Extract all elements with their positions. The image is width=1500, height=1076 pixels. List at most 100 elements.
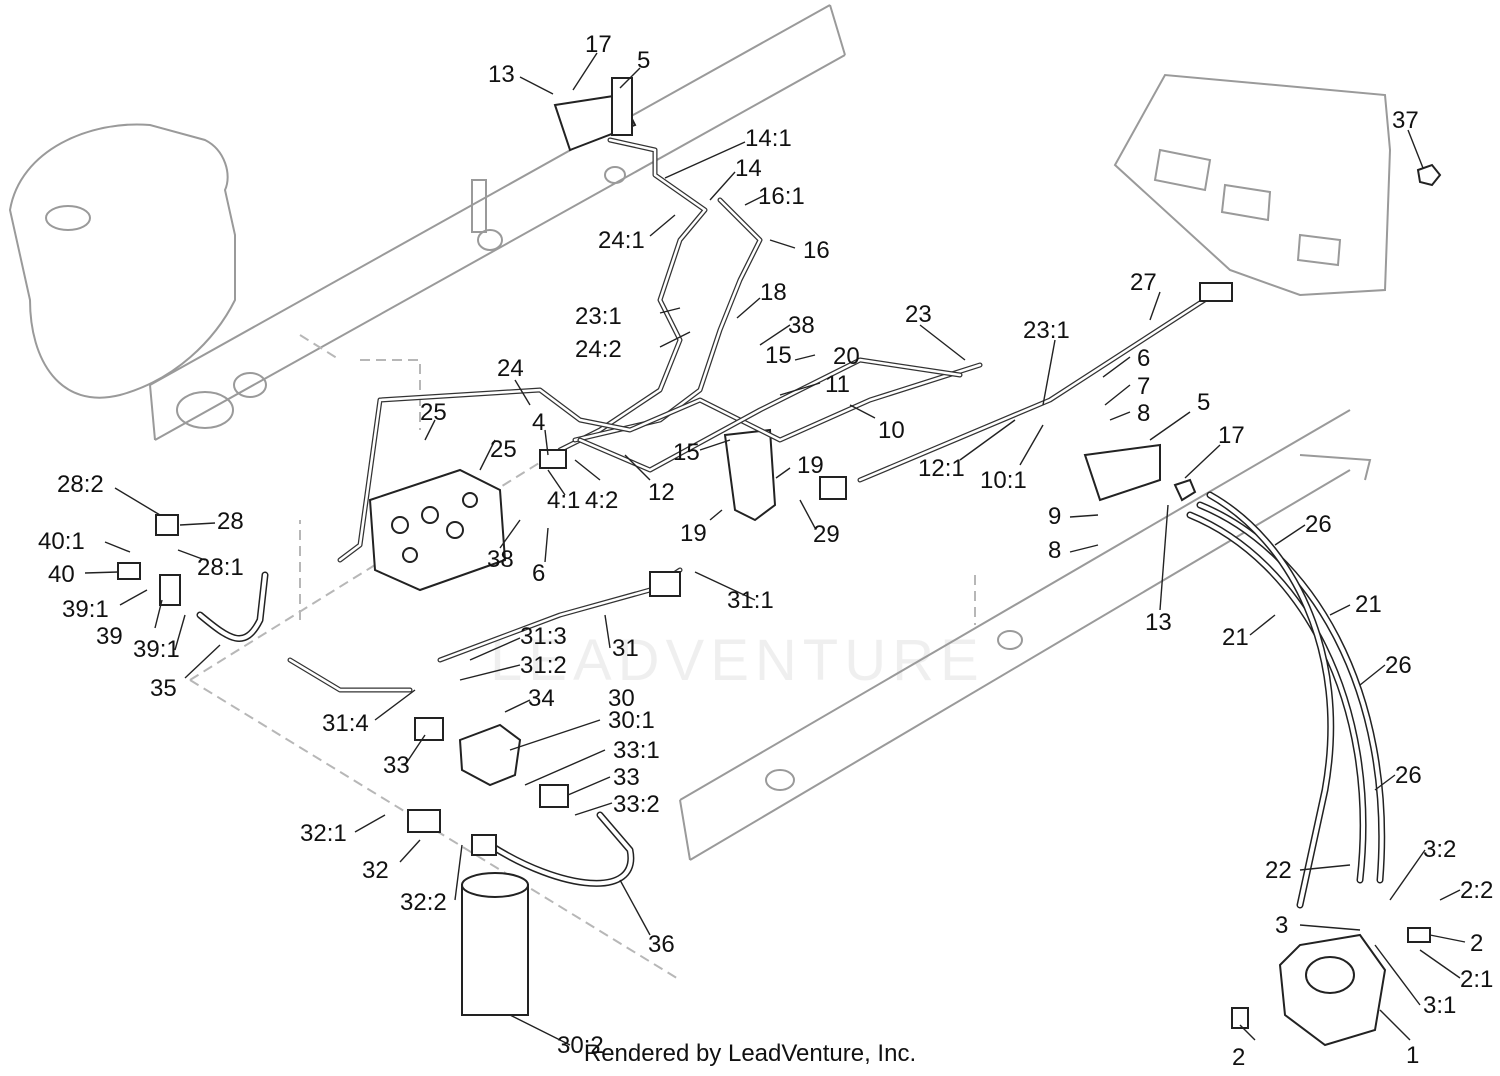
callout-12: 12	[648, 479, 675, 506]
callout-40-1: 40:1	[38, 528, 85, 555]
callout-32: 32	[362, 857, 389, 884]
callout-33-1: 33:1	[613, 737, 660, 764]
callout-21-left: 21	[1222, 624, 1249, 651]
right-frame-rail	[679, 409, 1372, 861]
upper-bracket	[553, 77, 637, 152]
callout-17-right: 17	[1218, 422, 1245, 449]
callout-24-1: 24:1	[598, 227, 645, 254]
callout-labels: 13 17 5 14:1 14 16:1 24:1 16 18 23:1 24:…	[38, 31, 1493, 1071]
callout-40: 40	[48, 561, 75, 588]
rendered-by-credit: Rendered by LeadVenture, Inc.	[583, 1040, 917, 1067]
callout-26-mid: 26	[1385, 652, 1412, 679]
hose-36	[486, 811, 635, 887]
callout-28-1: 28:1	[197, 554, 244, 581]
leadventure-watermark: LEADVENTURE	[490, 628, 985, 693]
callout-23: 23	[905, 301, 932, 328]
center-bracket	[723, 428, 777, 522]
callout-23-1-left: 23:1	[575, 303, 622, 330]
callout-31: 31	[612, 635, 639, 662]
callout-28-2: 28:2	[57, 471, 104, 498]
engine-outline	[8, 123, 236, 399]
callout-15-top: 15	[765, 342, 792, 369]
callout-3-1: 3:1	[1423, 992, 1456, 1019]
callout-38-mid: 38	[487, 546, 514, 573]
callout-7: 7	[1137, 373, 1150, 400]
callout-3-2: 3:2	[1423, 836, 1456, 863]
callout-31-4: 31:4	[322, 710, 369, 737]
callout-29: 29	[813, 521, 840, 548]
callout-25-top: 25	[420, 399, 447, 426]
callout-39: 39	[96, 623, 123, 650]
callout-25-mid: 25	[490, 436, 517, 463]
fittings	[117, 163, 1442, 856]
callout-24-2: 24:2	[575, 336, 622, 363]
callout-20: 20	[833, 343, 860, 370]
callout-38-top: 38	[788, 312, 815, 339]
callout-2-right: 2	[1470, 930, 1483, 957]
callout-6-mid: 6	[532, 560, 545, 587]
valve-block	[368, 468, 507, 592]
callout-11: 11	[825, 371, 850, 398]
callout-1: 1	[1406, 1042, 1419, 1069]
callout-10: 10	[878, 417, 905, 444]
callout-17-top: 17	[585, 31, 612, 58]
callout-4-2: 4:2	[585, 487, 618, 514]
callout-8-top: 8	[1137, 400, 1150, 427]
callout-14-1: 14:1	[745, 125, 792, 152]
hydraulic-pump	[1231, 927, 1431, 1047]
callout-10-1: 10:1	[980, 467, 1027, 494]
pump-hoses	[1186, 491, 1386, 909]
right-bracket	[1083, 443, 1161, 502]
callout-31-1: 31:1	[727, 587, 774, 614]
callout-19-right: 19	[797, 452, 824, 479]
callout-30-1: 30:1	[608, 707, 655, 734]
callout-14: 14	[735, 155, 762, 182]
callout-16: 16	[803, 237, 830, 264]
callout-33-2: 33:2	[613, 791, 660, 818]
callout-31-3: 31:3	[520, 623, 567, 650]
callout-21-right: 21	[1355, 591, 1382, 618]
hose-35	[196, 571, 269, 642]
callout-16-1: 16:1	[758, 183, 805, 210]
filter-head	[458, 723, 522, 787]
hydraulic-tubes	[287, 137, 1223, 693]
callout-30-2: 30:2	[557, 1032, 604, 1059]
callout-35: 35	[150, 675, 177, 702]
callout-34: 34	[528, 685, 555, 712]
rear-mount-plate	[1113, 73, 1392, 297]
callout-33-left: 33	[383, 752, 410, 779]
callout-12-1: 12:1	[918, 455, 965, 482]
callout-30: 30	[608, 685, 635, 712]
callout-32-2: 32:2	[400, 889, 447, 916]
callout-19-left: 19	[680, 520, 707, 547]
callout-23-1-right: 23:1	[1023, 317, 1070, 344]
callout-4-1: 4:1	[547, 487, 580, 514]
callout-5-top: 5	[637, 47, 650, 74]
callout-3: 3	[1275, 912, 1288, 939]
callout-24: 24	[497, 355, 524, 382]
callout-18: 18	[760, 279, 787, 306]
callout-2-bottom: 2	[1232, 1044, 1245, 1071]
callout-26-low: 26	[1395, 762, 1422, 789]
callout-6-right: 6	[1137, 345, 1150, 372]
callout-33-right: 33	[613, 764, 640, 791]
callout-9: 9	[1048, 503, 1061, 530]
callout-13-right: 13	[1145, 609, 1172, 636]
callout-4: 4	[532, 409, 545, 436]
callout-39-1-left: 39:1	[62, 596, 109, 623]
callout-31-2: 31:2	[520, 652, 567, 679]
callout-2-1: 2:1	[1460, 966, 1493, 993]
callout-28: 28	[217, 508, 244, 535]
callout-2-2: 2:2	[1460, 877, 1493, 904]
callout-26-top: 26	[1305, 511, 1332, 538]
callout-32-1: 32:1	[300, 820, 347, 847]
callout-15-mid: 15	[673, 439, 700, 466]
callout-39-1-right: 39:1	[133, 636, 180, 663]
callout-8-low: 8	[1048, 537, 1061, 564]
left-frame-rail	[149, 4, 846, 441]
oil-filter	[461, 872, 529, 1016]
callout-13-top: 13	[488, 61, 515, 88]
callout-22: 22	[1265, 857, 1292, 884]
